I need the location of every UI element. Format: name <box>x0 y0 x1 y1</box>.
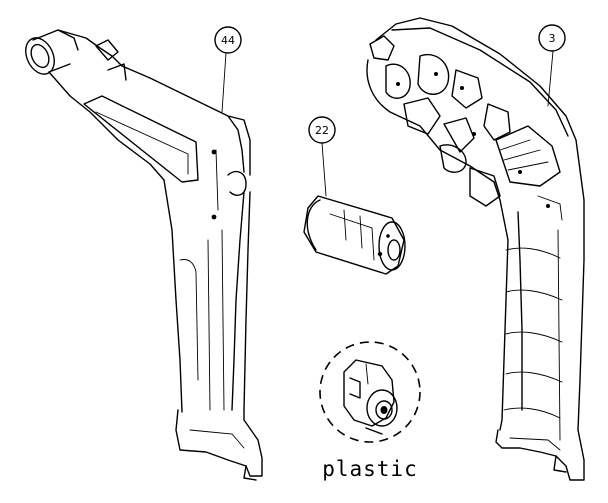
callout-22-label: 22 <box>315 124 329 137</box>
callout-44-label: 44 <box>221 34 235 47</box>
housing-half-right <box>366 17 585 481</box>
housing-right-internals <box>366 35 563 221</box>
plastic-detail: plastic <box>319 341 421 481</box>
plastic-caption: plastic <box>322 457 418 481</box>
callout-3-label: 3 <box>549 32 556 45</box>
detail-dashed-circle <box>319 341 421 443</box>
callout-44: 44 <box>214 26 242 113</box>
housing-left-nose <box>25 29 79 75</box>
housing-half-left <box>25 29 263 481</box>
callout-22: 22 <box>308 116 336 197</box>
motor-part <box>303 195 406 275</box>
callout-3: 3 <box>538 24 566 107</box>
